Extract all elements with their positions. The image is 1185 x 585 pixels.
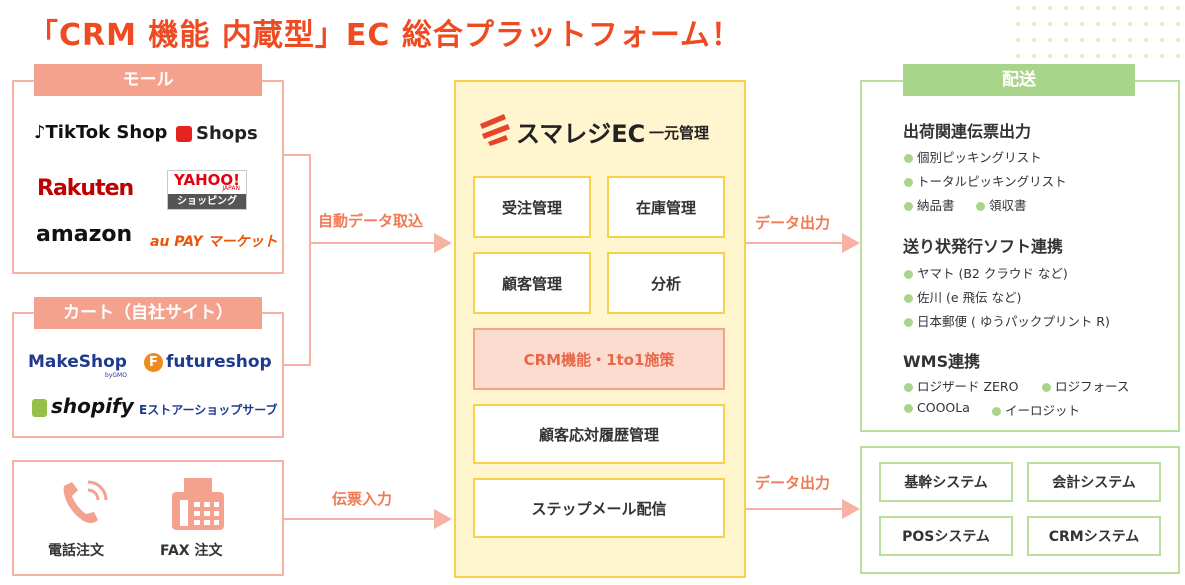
decorative-dot-pattern (1010, 0, 1185, 60)
arrow-head-data-output-1 (842, 233, 860, 253)
list-item: 個別ピッキングリスト (904, 147, 1042, 166)
smaregi-ec-brand: スマレジEC (516, 120, 646, 148)
bullet-dot-icon (904, 154, 913, 163)
arrow-head-slip-input (434, 509, 452, 529)
page-title: 「CRM 機能 内蔵型」EC 総合プラットフォーム！ (28, 18, 742, 53)
futureshop-icon: F (144, 352, 163, 372)
customer-support-history-cell: 顧客応対履歴管理 (473, 404, 725, 464)
mall-cart-bracket (284, 154, 311, 366)
bullet-dot-icon (904, 294, 913, 303)
fax-order-label: FAX 注文 (160, 543, 223, 559)
step-mail-cell: ステップメール配信 (473, 478, 725, 538)
cart-box (12, 312, 284, 438)
bullet-dot-icon (904, 318, 913, 327)
auto-import-label: 自動データ取込 (318, 212, 424, 230)
accounting-system-cell: 会計システム (1027, 462, 1161, 502)
bullet-dot-icon (992, 407, 1001, 416)
customer-management-cell: 顧客管理 (473, 252, 591, 314)
bullet-dot-icon (904, 178, 913, 187)
logo-au-pay-market: au PAY マーケット (150, 234, 278, 250)
wms-title: WMS連携 (903, 352, 981, 371)
cart-label: カート（自社サイト） (34, 297, 262, 329)
bullet-dot-icon (976, 202, 985, 211)
mall-label: モール (34, 64, 262, 96)
data-output-label-1: データ出力 (755, 214, 831, 232)
logo-rakuten: Rakuten (37, 176, 134, 201)
logo-e-store: Eストアーショップサーブ (139, 403, 278, 417)
yahoo-japan-label: JAPAN (222, 185, 240, 192)
list-item: 領収書 (976, 195, 1027, 214)
shops-icon (176, 126, 192, 142)
list-item: 日本郵便 ( ゆうパックプリント R) (904, 311, 1110, 330)
logo-tiktok-shop: ♪TikTok Shop (34, 122, 168, 143)
smaregi-logo-icon (480, 114, 510, 146)
logo-shops: Shops (176, 123, 258, 144)
pos-system-cell: POSシステム (879, 516, 1013, 556)
list-item: ロジザード ZERO (904, 376, 1018, 395)
phone-fax-box (12, 460, 284, 576)
list-item: COOOLa (904, 400, 970, 415)
makeshop-gmo-label: byGMO (105, 372, 127, 379)
arrow-head-auto-import (434, 233, 452, 253)
phone-icon (63, 480, 108, 523)
unified-management-label: 一元管理 (649, 124, 710, 142)
logo-yahoo-shopping: YAHOO! JAPAN ショッピング (167, 170, 247, 210)
inventory-management-cell: 在庫管理 (607, 176, 725, 238)
list-item: 佐川 (e 飛伝 など) (904, 287, 1021, 306)
delivery-label: 配送 (903, 64, 1135, 96)
logo-makeshop: MakeShop byGMO (28, 352, 127, 379)
bullet-dot-icon (1042, 383, 1051, 392)
arrow-head-data-output-2 (842, 499, 860, 519)
yahoo-wordmark: YAHOO! (174, 171, 240, 189)
bullet-dot-icon (904, 270, 913, 279)
core-system-cell: 基幹システム (879, 462, 1013, 502)
tiktok-icon: ♪ (34, 122, 46, 143)
list-item: トータルピッキングリスト (904, 171, 1067, 190)
list-item: 納品書 (904, 195, 955, 214)
shipping-slip-title: 出荷関連伝票出力 (903, 122, 1032, 141)
crm-system-cell: CRMシステム (1027, 516, 1161, 556)
order-management-cell: 受注管理 (473, 176, 591, 238)
crm-1to1-cell: CRM機能・1to1施策 (473, 328, 725, 390)
logo-amazon: amazon (36, 222, 133, 247)
fax-icon (172, 478, 224, 530)
list-item: イーロジット (992, 400, 1080, 419)
shipping-label-software-title: 送り状発行ソフト連携 (903, 237, 1064, 256)
bullet-dot-icon (904, 404, 913, 413)
bullet-dot-icon (904, 383, 913, 392)
phone-order-label: 電話注文 (48, 543, 104, 559)
bullet-dot-icon (904, 202, 913, 211)
shopify-bag-icon (32, 398, 47, 417)
logo-shopify: shopify (32, 394, 134, 418)
list-item: ロジフォース (1042, 376, 1129, 395)
list-item: ヤマト (B2 クラウド など) (904, 263, 1068, 282)
analysis-cell: 分析 (607, 252, 725, 314)
data-output-label-2: データ出力 (755, 474, 831, 492)
slip-input-label: 伝票入力 (332, 490, 393, 508)
yahoo-shopping-label: ショッピング (168, 194, 246, 209)
